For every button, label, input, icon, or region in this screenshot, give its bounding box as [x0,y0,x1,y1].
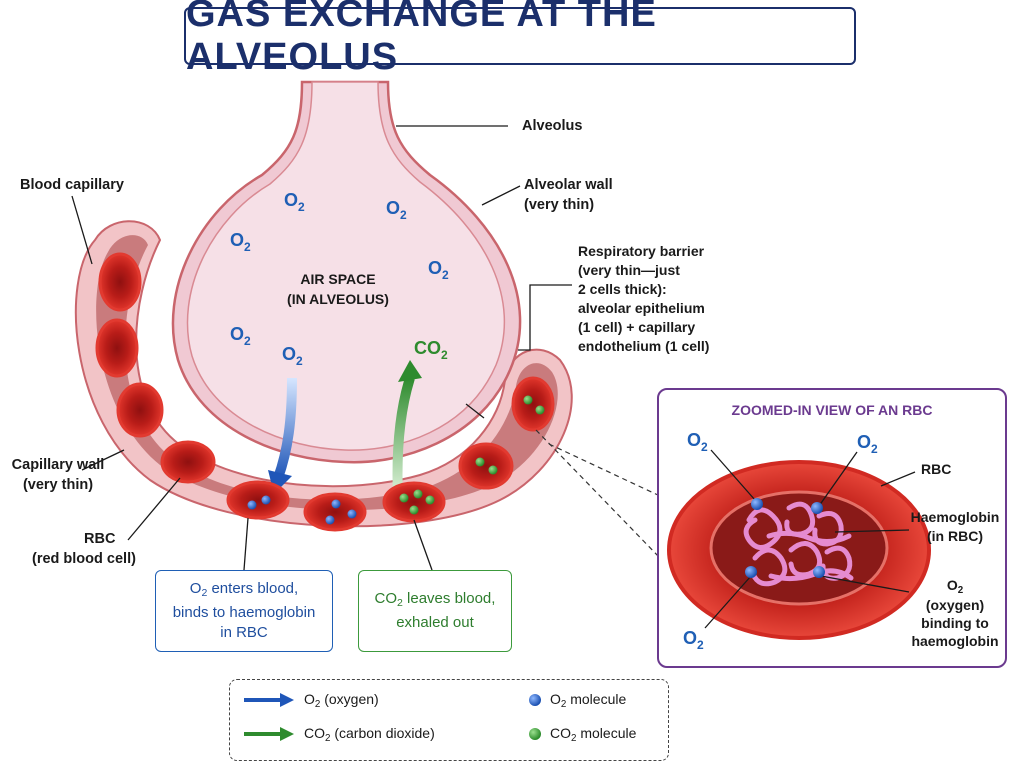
zoom-o2-label: O2 [683,628,704,652]
legend-symbols [244,693,541,741]
co2-callout-line1: leaves blood, [402,589,496,607]
o2-molecule [751,498,763,510]
o2-binding-line: binding to [921,615,989,631]
zoom-o2-label: O2 [857,432,878,456]
legend-co2-text: CO2 (carbon dioxide) [304,725,435,744]
o2-label: O2 [230,230,251,254]
o2-enters-blood-callout: O2 enters blood, binds to haemoglobin in… [155,570,333,652]
legend-o2-molecule-text: O2 molecule [550,691,627,710]
rbc-cell [116,382,164,438]
rbc-center [709,490,889,606]
co2-molecule [523,395,533,405]
blood-capillary-label: Blood capillary [20,177,124,193]
rbc-cell [303,492,367,532]
title-box: GAS EXCHANGE AT THE ALVEOLUS [184,0,856,78]
o2-callout-line2: binds to haemoglobin [172,604,316,622]
o2-molecule [347,509,357,519]
barrier-line: alveolar epithelium [578,300,705,316]
rbc-label: RBC [84,531,116,547]
rbc-cell [458,442,514,490]
o2-label: O2 [386,198,407,222]
co2-molecule [425,495,435,505]
legend: O2 (oxygen) CO2 (carbon dioxide) O2 mole… [229,679,669,761]
zoom-leader-lines [704,449,916,629]
o2-callout-line3: in RBC [220,624,268,642]
zoom-o2-label: O2 [687,430,708,454]
o2-binding-line: haemoglobin [911,633,999,649]
co2-label: CO2 [414,338,448,362]
o2-binding-o2: O2 [946,577,964,596]
o2-molecule [261,495,271,505]
barrier-line: (1 cell) + capillary [578,319,696,335]
o2-label: O2 [428,258,449,282]
co2-molecule [409,505,419,515]
o2-molecule [325,515,335,525]
o2-diffusion-arrow [273,377,297,480]
alveolus-label: Alveolus [522,118,583,134]
o2-molecule [247,500,257,510]
haemoglobin-label: Haemoglobin [910,509,1000,525]
barrier-line: endothelium (1 cell) [578,338,710,354]
legend-co2-molecule-text: CO2 molecule [550,725,637,744]
rbc-zoom-panel: ZOOMED-IN VIEW OF AN RBC [657,388,1007,668]
zoom-connector [548,443,661,497]
barrier-line: 2 cells thick): [578,281,667,297]
haemoglobin-sublabel: (in RBC) [927,528,983,544]
rbc-full-label: (red blood cell) [32,551,136,567]
co2-molecule [535,405,545,415]
co2-callout-line2: exhaled out [396,614,474,632]
co2-molecule [488,465,498,475]
rbc-cell [226,480,290,520]
legend-o2-text: O2 (oxygen) [304,691,379,710]
legend-co2-arrow-head [280,727,294,741]
o2-molecule [811,502,823,514]
air-space-label: AIR SPACE [300,271,375,287]
rbc-cell [382,481,446,523]
o2-molecule [331,499,341,509]
co2-leaves-blood-callout: CO2 leaves blood, exhaled out [358,570,512,652]
zoom-title: ZOOMED-IN VIEW OF AN RBC [731,402,933,418]
barrier-line: Respiratory barrier [578,243,705,259]
alveolar-wall-sublabel: (very thin) [524,197,595,213]
rbc-molecules [247,395,545,525]
alveolar-wall-label: Alveolar wall [524,177,613,193]
co2-molecule [413,489,423,499]
o2-binding-line: (oxygen) [925,597,985,613]
leader-lines [71,125,572,571]
alveolus-sac [171,80,522,464]
rbc-cell [511,376,555,432]
rbc-cell [98,252,142,312]
zoom-illustration: O2 O2 O2 [667,430,931,652]
capillary-wall-label: Capillary wall [11,457,105,473]
rbc-cell [160,440,216,484]
co2-molecule [399,493,409,503]
co2-arrow-head [398,360,422,382]
zoom-rbc-label: RBC [921,461,952,477]
o2-molecule [813,566,825,578]
co2-molecule [475,457,485,467]
page-title: GAS EXCHANGE AT THE ALVEOLUS [186,0,657,78]
legend-o2-molecule-icon [529,694,541,706]
respiratory-barrier-label: Respiratory barrier (very thin—just 2 ce… [578,242,709,356]
o2-label: O2 [282,344,303,368]
zoom-connector [535,429,661,559]
o2-label: O2 [230,324,251,348]
barrier-line: (very thin—just [578,262,680,278]
capillary-wall-sublabel: (very thin) [22,477,94,493]
co2-diffusion-arrow [392,376,415,499]
legend-o2-arrow-head [280,693,294,707]
air-space-sublabel: (IN ALVEOLUS) [287,291,389,307]
o2-callout-line1: enters blood, [207,579,299,597]
rbc-cell [95,318,139,378]
o2-molecule [745,566,757,578]
o2-label: O2 [284,190,305,214]
legend-co2-molecule-icon [529,728,541,740]
air-space-o2-molecules: O2 O2 O2 O2 O2 O2 [230,190,449,368]
capillary-rbcs [95,252,555,532]
